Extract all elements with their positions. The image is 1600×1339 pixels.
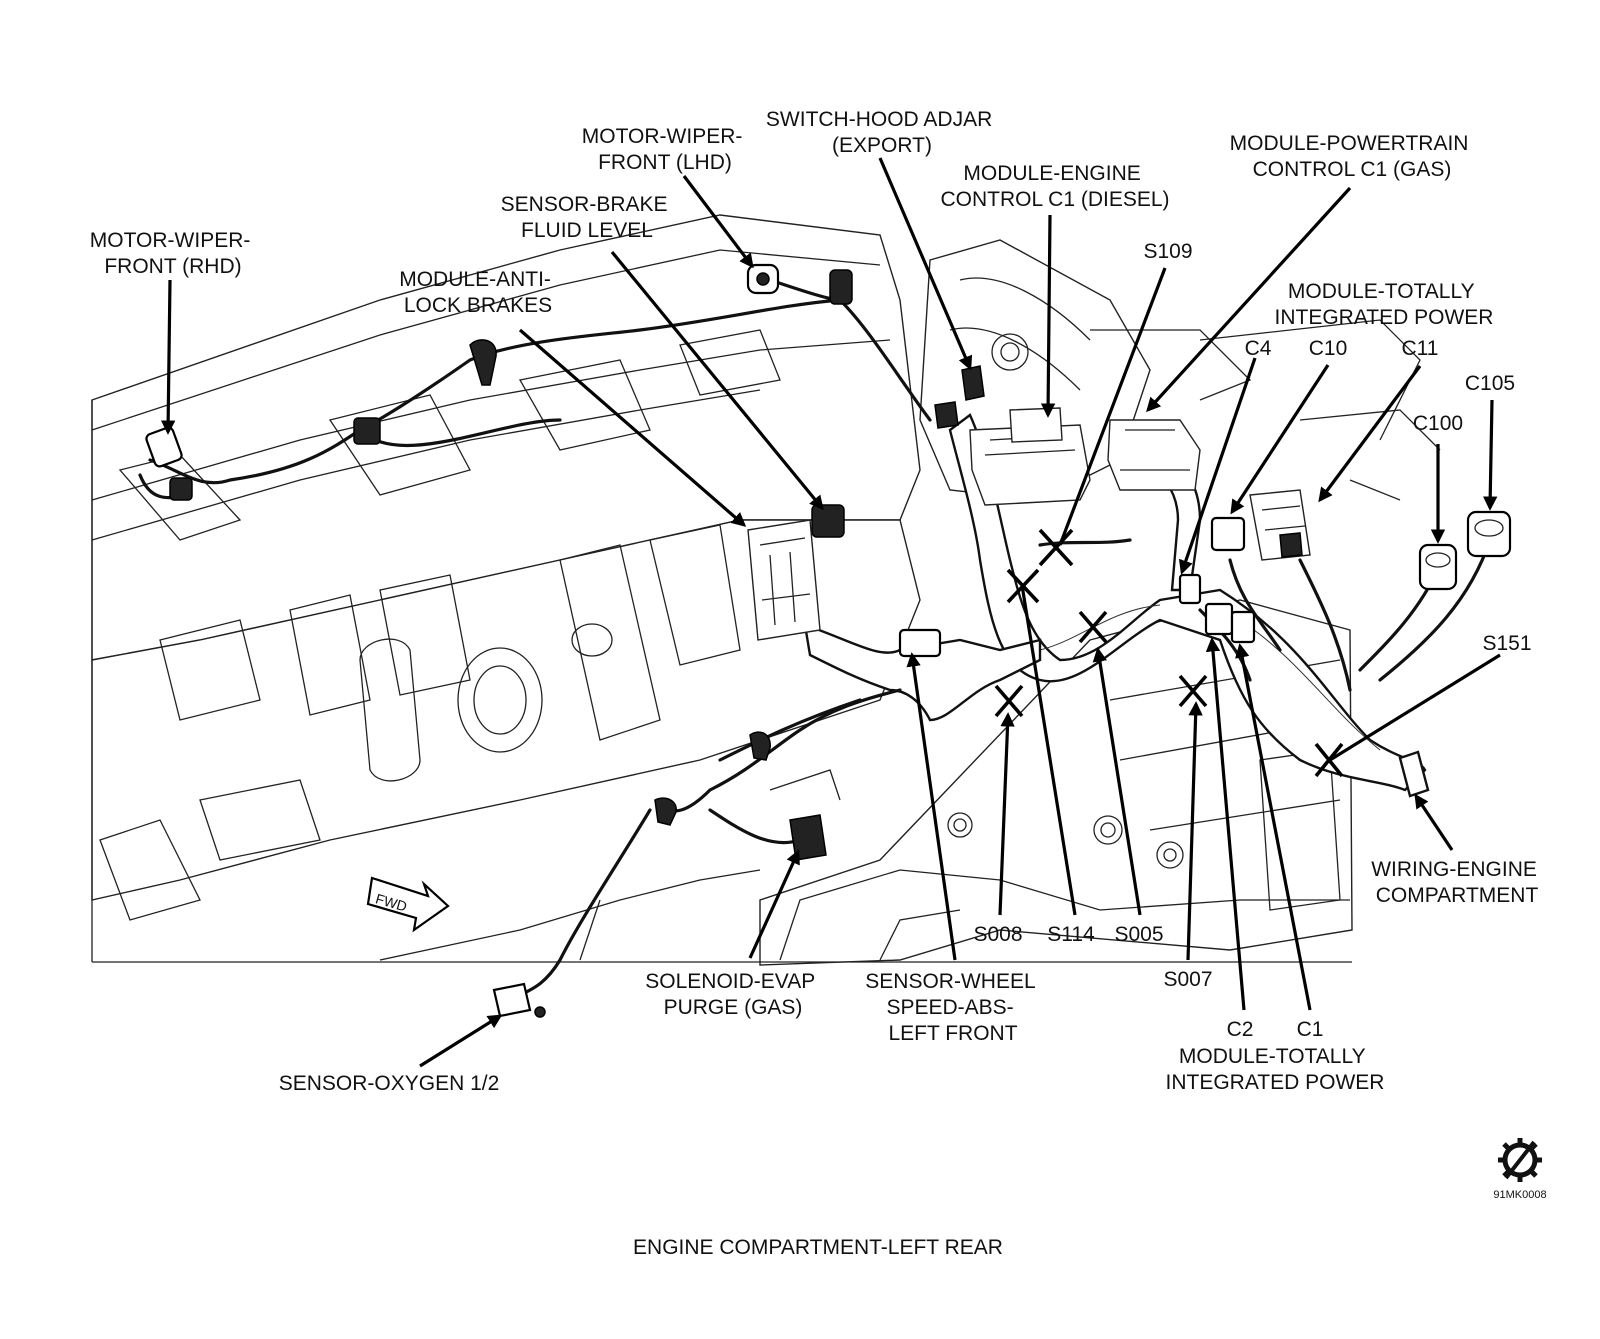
figure-code: 91MK0008 [1493, 1189, 1546, 1201]
label-line: INTEGRATED POWER [1275, 306, 1494, 329]
cowl-structure [91, 214, 1441, 966]
label-module-tipm-bottom: MODULE-TOTALLY INTEGRATED POWER [1166, 1045, 1385, 1094]
label-line: SOLENOID-EVAP [645, 970, 815, 993]
label-c100: C100 [1413, 412, 1463, 435]
leader-c11 [1318, 365, 1422, 503]
label-c4: C4 [1245, 337, 1272, 360]
leader-s007 [1186, 701, 1203, 961]
leader-c2 [1205, 637, 1246, 1011]
label-line: CONTROL C1 (GAS) [1253, 158, 1452, 181]
label-line: MODULE-POWERTRAIN [1230, 132, 1469, 155]
label-line: LEFT FRONT [888, 1022, 1017, 1045]
splice-s008-mark [994, 684, 1024, 718]
leader-wiper-rhd [160, 279, 176, 435]
label-line: COMPARTMENT [1376, 884, 1539, 907]
leader-s114 [1020, 584, 1077, 916]
leader-hood-switch [878, 157, 973, 371]
leader-brake-fluid [610, 250, 824, 511]
leader-evap [748, 849, 800, 959]
figure-caption: ENGINE COMPARTMENT-LEFT REAR [633, 1236, 1003, 1259]
components [145, 263, 1512, 1018]
label-sensor-oxygen: SENSOR-OXYGEN 1/2 [279, 1072, 500, 1095]
label-line: SENSOR-BRAKE [501, 193, 668, 216]
leader-c105 [1483, 399, 1498, 511]
labels: MOTOR-WIPER- FRONT (RHD) MODULE-ANTI- LO… [90, 108, 1543, 1095]
label-line: FRONT (LHD) [598, 151, 732, 174]
fwd-arrow: FWD [366, 876, 450, 933]
label-line: SWITCH-HOOD ADJAR [766, 108, 992, 131]
label-line: MODULE-TOTALLY [1179, 1045, 1366, 1068]
leader-oxygen [419, 1014, 503, 1068]
label-line: MODULE-TOTALLY [1288, 280, 1475, 303]
label-line: SPEED-ABS- [886, 996, 1013, 1019]
leader-c1 [1235, 643, 1312, 1011]
label-s007: S007 [1163, 968, 1212, 991]
label-line: FLUID LEVEL [521, 219, 653, 242]
leader-s005 [1092, 647, 1142, 916]
leader-wiper-lhd [682, 175, 754, 269]
label-c105: C105 [1465, 372, 1515, 395]
leader-c10 [1230, 364, 1330, 515]
label-line: WIRING-ENGINE [1371, 858, 1537, 881]
label-solenoid-evap-purge: SOLENOID-EVAP PURGE (GAS) [645, 970, 820, 1019]
label-s109: S109 [1143, 240, 1192, 263]
splice-s109-mark [1038, 528, 1074, 567]
label-s008: S008 [973, 923, 1022, 946]
label-s005: S005 [1114, 923, 1163, 946]
label-module-tipm-top: MODULE-TOTALLY INTEGRATED POWER [1275, 280, 1494, 329]
label-c2: C2 [1227, 1018, 1254, 1041]
label-module-powertrain-control: MODULE-POWERTRAIN CONTROL C1 (GAS) [1230, 132, 1475, 181]
label-c11: C11 [1402, 337, 1439, 360]
label-line: MOTOR-WIPER- [90, 229, 251, 252]
label-line: MOTOR-WIPER- [582, 125, 743, 148]
leader-wiring-engine [1414, 793, 1454, 851]
leader-s109 [1058, 267, 1167, 546]
label-line: CONTROL C1 (DIESEL) [940, 188, 1169, 211]
label-line: FRONT (RHD) [104, 255, 241, 278]
label-c1: C1 [1297, 1018, 1324, 1041]
leader-ecm [1040, 214, 1056, 418]
splice-s005-mark [1078, 610, 1108, 644]
label-motor-wiper-front-lhd: MOTOR-WIPER- FRONT (LHD) [582, 125, 748, 174]
label-sensor-brake-fluid-level: SENSOR-BRAKE FLUID LEVEL [501, 193, 674, 242]
label-s151: S151 [1482, 632, 1531, 655]
label-sensor-wheel-speed: SENSOR-WHEEL SPEED-ABS- LEFT FRONT [865, 970, 1040, 1045]
label-line: (EXPORT) [832, 134, 932, 157]
label-s114: S114 [1047, 923, 1095, 946]
label-line: SENSOR-WHEEL [865, 970, 1035, 993]
label-module-engine-control: MODULE-ENGINE CONTROL C1 (DIESEL) [940, 162, 1169, 211]
leader-c4 [1178, 357, 1257, 575]
leader-s151 [1329, 653, 1501, 762]
label-line: MODULE-ANTI- [399, 268, 551, 291]
leader-abs-module [518, 328, 747, 527]
label-line: MODULE-ENGINE [963, 162, 1140, 185]
label-line: LOCK BRAKES [404, 294, 552, 317]
splice-s007-mark [1178, 674, 1208, 708]
splice-s151-mark [1314, 742, 1344, 778]
gear-icon [1498, 1138, 1542, 1182]
leader-lines [160, 157, 1501, 1068]
label-module-anti-lock-brakes: MODULE-ANTI- LOCK BRAKES [399, 268, 557, 317]
label-switch-hood-adjar: SWITCH-HOOD ADJAR (EXPORT) [766, 108, 998, 157]
leader-s008 [998, 712, 1015, 916]
label-line: INTEGRATED POWER [1166, 1071, 1385, 1094]
leader-wheel-speed [906, 652, 957, 961]
leader-pcm [1146, 186, 1352, 413]
label-c10: C10 [1309, 337, 1348, 360]
label-wiring-engine-compartment: WIRING-ENGINE COMPARTMENT [1371, 858, 1543, 907]
label-motor-wiper-front-rhd: MOTOR-WIPER- FRONT (RHD) [90, 229, 256, 278]
label-line: PURGE (GAS) [664, 996, 803, 1019]
